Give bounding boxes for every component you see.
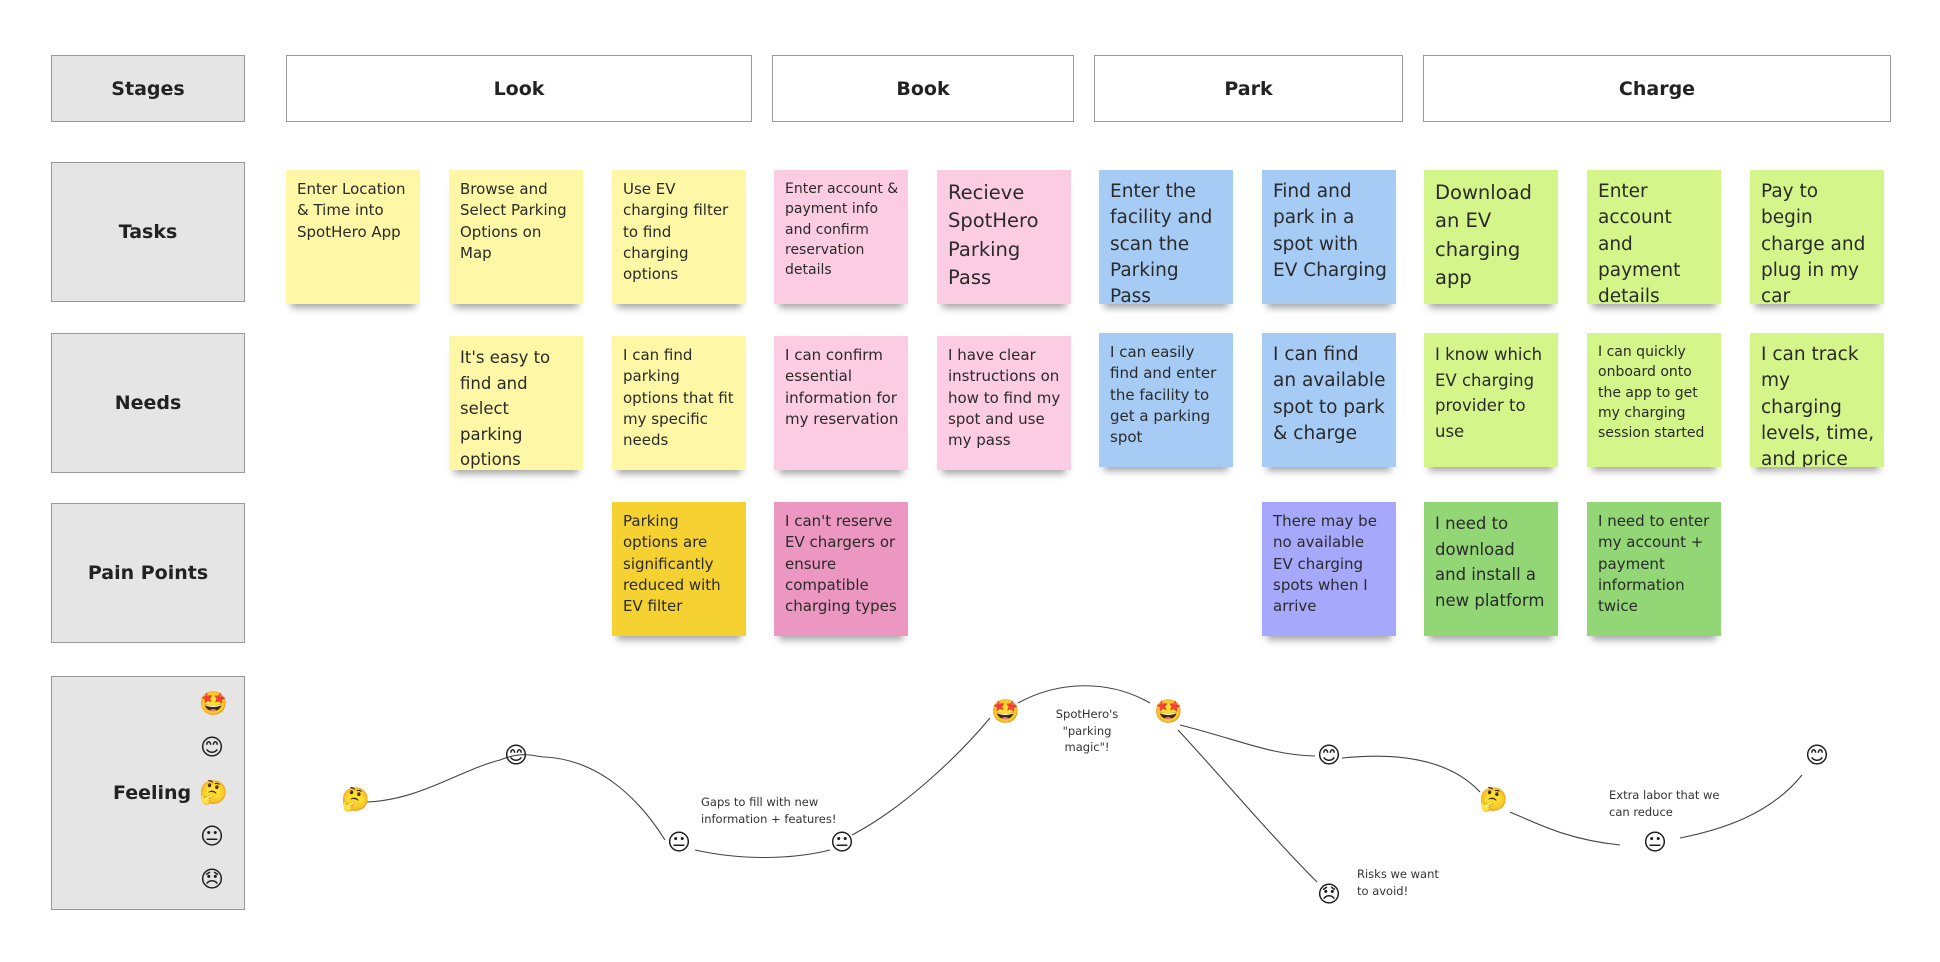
task-sticky-note[interactable]: Find and park in a spot with EV Charging <box>1262 170 1396 304</box>
task-sticky-note[interactable]: Enter account and payment details <box>1587 170 1721 304</box>
need-sticky-note[interactable]: I know which EV charging provider to use <box>1424 333 1558 467</box>
disappointed-face-icon: 😞 <box>1317 881 1341 907</box>
task-sticky-note[interactable]: Enter the facility and scan the Parking … <box>1099 170 1233 304</box>
task-sticky-note[interactable]: Pay to begin charge and plug in my car <box>1750 170 1884 304</box>
row-label-pain-points: Pain Points <box>51 503 245 643</box>
need-sticky-note[interactable]: I can confirm essential information for … <box>774 336 908 470</box>
star-struck-face-icon: 🤩 <box>199 690 228 716</box>
task-sticky-note[interactable]: Browse and Select Parking Options on Map <box>449 170 583 304</box>
smiling-face-icon: 😊 <box>504 742 528 768</box>
thinking-face-icon: 🤔 <box>199 779 228 805</box>
stage-look: Look <box>286 55 752 122</box>
annotation-extra-labor: Extra labor that we can reduce <box>1609 788 1720 819</box>
stage-charge: Charge <box>1423 55 1891 122</box>
pain-point-sticky-note[interactable]: I can't reserve EV chargers or ensure co… <box>774 502 908 636</box>
task-sticky-note[interactable]: Download an EV charging app <box>1424 170 1558 304</box>
row-label-stages: Stages <box>51 55 245 122</box>
pain-point-sticky-note[interactable]: There may be no available EV charging sp… <box>1262 502 1396 636</box>
pain-point-sticky-note[interactable]: Parking options are significantly reduce… <box>612 502 746 636</box>
neutral-face-icon: 😐 <box>200 823 224 849</box>
smiling-face-icon: 😊 <box>1317 742 1341 768</box>
annotation-risks: Risks we want to avoid! <box>1357 867 1439 898</box>
disappointed-face-icon: 😞 <box>200 866 224 892</box>
star-struck-face-icon: 🤩 <box>1154 698 1183 724</box>
need-sticky-note[interactable]: I can easily find and enter the facility… <box>1099 333 1233 467</box>
need-sticky-note[interactable]: I have clear instructions on how to find… <box>937 336 1071 470</box>
need-sticky-note[interactable]: It's easy to find and select parking opt… <box>449 336 583 470</box>
smiling-face-icon: 😊 <box>1805 742 1829 768</box>
task-sticky-note[interactable]: Enter account & payment info and confirm… <box>774 170 908 304</box>
thinking-face-icon: 🤔 <box>1479 786 1508 812</box>
need-sticky-note[interactable]: I can track my charging levels, time, an… <box>1750 333 1884 467</box>
thinking-face-icon: 🤔 <box>341 786 370 812</box>
neutral-face-icon: 😐 <box>830 829 854 855</box>
annotation-gaps: Gaps to fill with new information + feat… <box>701 795 837 826</box>
stage-book: Book <box>772 55 1074 122</box>
need-sticky-note[interactable]: I can find an available spot to park & c… <box>1262 333 1396 467</box>
row-label-tasks: Tasks <box>51 162 245 302</box>
row-label-feeling: Feeling <box>51 676 245 910</box>
neutral-face-icon: 😐 <box>1643 829 1667 855</box>
annotation-parking-magic: SpotHero's "parking magic"! <box>1055 707 1119 755</box>
need-sticky-note[interactable]: I can find parking options that fit my s… <box>612 336 746 470</box>
smiling-face-icon: 😊 <box>200 734 224 760</box>
task-sticky-note[interactable]: Use EV charging filter to find charging … <box>612 170 746 304</box>
stage-park: Park <box>1094 55 1403 122</box>
pain-point-sticky-note[interactable]: I need to download and install a new pla… <box>1424 502 1558 636</box>
row-label-needs: Needs <box>51 333 245 473</box>
pain-point-sticky-note[interactable]: I need to enter my account + payment inf… <box>1587 502 1721 636</box>
task-sticky-note[interactable]: Enter Location & Time into SpotHero App <box>286 170 420 304</box>
neutral-face-icon: 😐 <box>667 829 691 855</box>
need-sticky-note[interactable]: I can quickly onboard onto the app to ge… <box>1587 333 1721 467</box>
task-sticky-note[interactable]: Recieve SpotHero Parking Pass <box>937 170 1071 304</box>
star-struck-face-icon: 🤩 <box>991 698 1020 724</box>
